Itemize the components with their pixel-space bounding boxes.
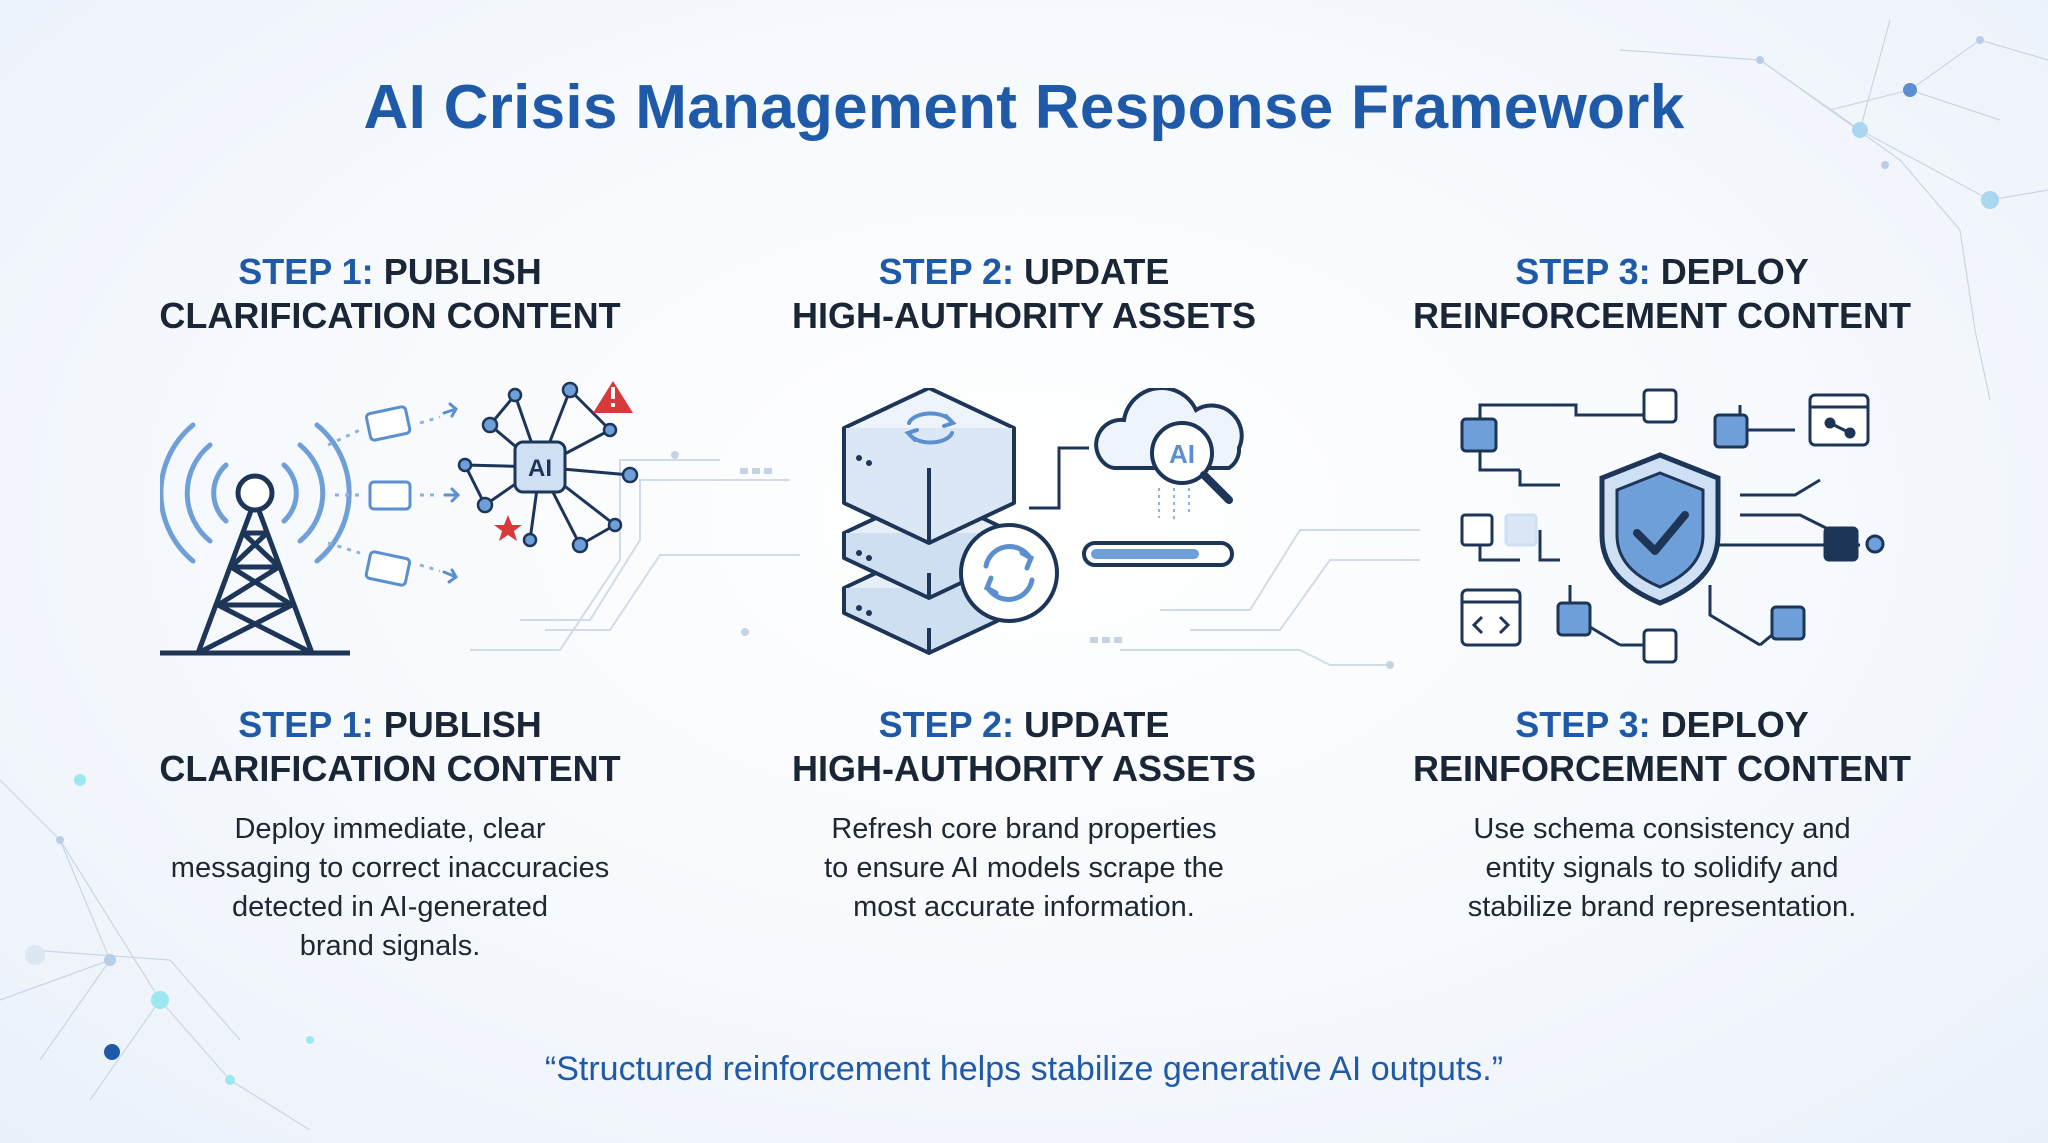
signal-waves-icon xyxy=(160,422,352,564)
step-3-column: STEP 3: DEPLOY REINFORCEMENT CONTENT xyxy=(1362,0,1962,1143)
shield-network-icon xyxy=(1460,388,1885,664)
step-3-description: Use schema consistency and entity signal… xyxy=(1467,813,1857,923)
step-2-heading-top: STEP 2: UPDATE HIGH-AUTHORITY ASSETS xyxy=(724,250,1324,338)
step-1-title-line1-2: PUBLISH xyxy=(383,704,542,745)
step-3-heading-bottom: STEP 3: DEPLOY REINFORCEMENT CONTENT xyxy=(1362,703,1962,791)
step-1-heading-top: STEP 1: PUBLISH CLARIFICATION CONTENT xyxy=(90,250,690,338)
step-1-title-line2-2: CLARIFICATION CONTENT xyxy=(159,748,621,789)
step-3-title-line1: DEPLOY xyxy=(1660,251,1809,292)
step-3-number: STEP 3: xyxy=(1515,251,1651,292)
step-2-column: STEP 2: UPDATE HIGH-AUTHORITY ASSETS xyxy=(724,0,1324,1143)
server-refresh-ai-cloud-icon: AI xyxy=(842,388,1244,655)
step-3-title-line2: REINFORCEMENT CONTENT xyxy=(1413,295,1911,336)
step-1-heading-bottom: STEP 1: PUBLISH CLARIFICATION CONTENT xyxy=(90,703,690,791)
browser-window-icon xyxy=(1808,393,1870,447)
ai-chip-icon xyxy=(513,440,567,494)
code-window-icon xyxy=(1460,588,1522,647)
step-2-title-line1: UPDATE xyxy=(1024,251,1170,292)
step-1-description: Deploy immediate, clear messaging to cor… xyxy=(170,813,610,962)
step-3-title-line2-2: REINFORCEMENT CONTENT xyxy=(1413,748,1911,789)
ai-chip-label: AI xyxy=(528,455,552,482)
step-2-title-line2-2: HIGH-AUTHORITY ASSETS xyxy=(791,748,1257,789)
step-2-heading-bottom: STEP 2: UPDATE HIGH-AUTHORITY ASSETS xyxy=(724,703,1324,791)
radio-tower-icon xyxy=(160,473,350,656)
ai-cloud-label: AI xyxy=(1169,439,1195,469)
network-node-icons xyxy=(1460,388,1885,664)
step-2-title-line1-2: UPDATE xyxy=(1024,704,1170,745)
step-2-title-line2: HIGH-AUTHORITY ASSETS xyxy=(791,295,1257,336)
step-2-number: STEP 2: xyxy=(878,251,1015,292)
page-title: AI Crisis Management Response Framework xyxy=(363,73,1685,142)
broadcast-tower-ai-network-icon: AI xyxy=(160,381,639,656)
message-card-icons xyxy=(364,405,412,587)
step-1-title-line2: CLARIFICATION CONTENT xyxy=(159,295,621,336)
step-3-number-2: STEP 3: xyxy=(1515,704,1651,745)
step-2-description: Refresh core brand properties to ensure … xyxy=(824,813,1224,923)
step-1-number-2: STEP 1: xyxy=(238,704,374,745)
step-3-heading-top: STEP 3: DEPLOY REINFORCEMENT CONTENT xyxy=(1362,250,1962,338)
step-1-number: STEP 1: xyxy=(238,251,374,292)
sync-arrows-icon xyxy=(904,411,957,445)
ai-cloud-search-icon xyxy=(1094,388,1244,504)
shield-check-icon xyxy=(1599,452,1721,606)
step-1-column: STEP 1: PUBLISH CLARIFICATION CONTENT xyxy=(90,0,690,1143)
error-star-icon xyxy=(494,515,522,541)
warning-triangle-icon xyxy=(593,381,633,413)
step-2-number-2: STEP 2: xyxy=(878,704,1015,745)
refresh-badge-icon xyxy=(959,523,1059,623)
step-1-title-line1: PUBLISH xyxy=(383,251,542,292)
step-3-title-line1-2: DEPLOY xyxy=(1660,704,1809,745)
footer-quote: “Structured reinforcement helps stabiliz… xyxy=(544,1050,1504,1088)
progress-bar-icon xyxy=(1082,541,1234,567)
